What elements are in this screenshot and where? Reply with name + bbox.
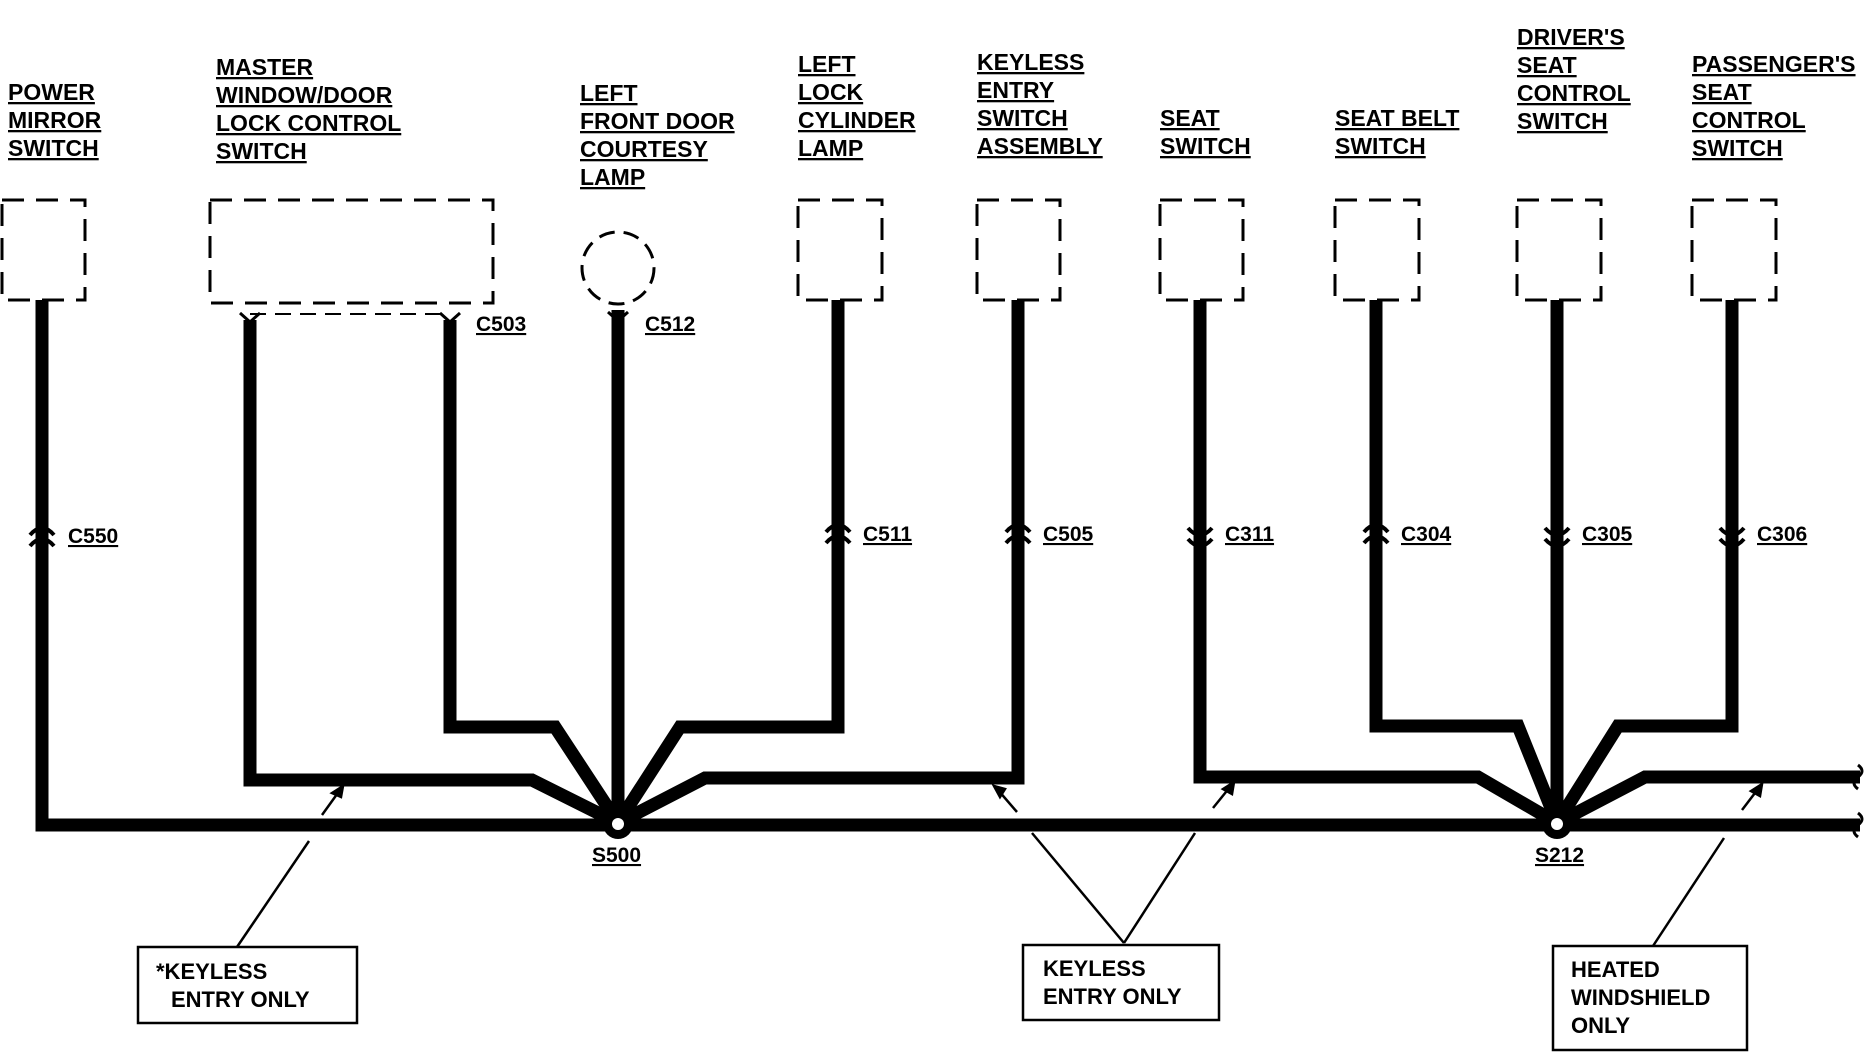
connector-c306-label: C306	[1757, 523, 1807, 546]
svg-text:SWITCH: SWITCH	[8, 135, 99, 161]
connector-c503-label: C503	[476, 313, 526, 336]
svg-text:DRIVER'S: DRIVER'S	[1517, 24, 1625, 50]
splice-s500-hole	[612, 818, 624, 830]
label-drivers-seat-control-switch: DRIVER'S SEAT CONTROL SWITCH	[1517, 24, 1631, 134]
passengers-seat-switch-box	[1690, 198, 1778, 302]
svg-text:SWITCH: SWITCH	[977, 105, 1068, 131]
svg-text:POWER: POWER	[8, 79, 95, 105]
connector-c305-label: C305	[1582, 523, 1633, 546]
wire-end-break-upper	[1852, 763, 1864, 791]
connector-c311-label: C311	[1225, 523, 1274, 546]
svg-text:PASSENGER'S: PASSENGER'S	[1692, 51, 1856, 77]
note-keyless-entry-star: *KEYLESS ENTRY ONLY	[136, 945, 359, 1025]
svg-text:CYLINDER: CYLINDER	[798, 107, 916, 133]
svg-text:LEFT: LEFT	[580, 80, 638, 106]
svg-text:SEAT: SEAT	[1517, 52, 1577, 78]
connector-c550-symbol	[28, 526, 56, 548]
pointer-arrows	[320, 779, 1764, 816]
connector-c505-label: C505	[1043, 523, 1094, 546]
label-passengers-seat-control-switch: PASSENGER'S SEAT CONTROL SWITCH	[1692, 51, 1856, 161]
connector-c311-symbol	[1186, 526, 1214, 548]
svg-text:KEYLESS: KEYLESS	[1043, 956, 1146, 981]
svg-text:*KEYLESS: *KEYLESS	[156, 959, 267, 984]
heated-windshield-wire	[1553, 770, 1860, 829]
leader-lines	[235, 832, 1726, 948]
keyless-switch-wire	[615, 300, 1025, 829]
keyless-entry-switch-box	[975, 198, 1062, 302]
master-right-wire	[443, 320, 624, 827]
svg-text:CONTROL: CONTROL	[1692, 107, 1806, 133]
connector-c305-symbol	[1543, 526, 1571, 548]
label-left-lock-cylinder-lamp: LEFT LOCK CYLINDER LAMP	[798, 51, 916, 161]
svg-text:ASSEMBLY: ASSEMBLY	[977, 133, 1103, 159]
label-master-window-door-lock-control-switch: MASTER WINDOW/DOOR LOCK CONTROL SWITCH	[216, 54, 401, 164]
svg-text:SWITCH: SWITCH	[1692, 135, 1783, 161]
seat-switch-wire	[1193, 300, 1561, 829]
note-heated-windshield: HEATED WINDSHIELD ONLY	[1551, 944, 1749, 1052]
svg-text:WINDOW/DOOR: WINDOW/DOOR	[216, 82, 393, 108]
inline-connectors	[28, 523, 1746, 548]
drivers-seat-switch-box	[1515, 198, 1603, 302]
connector-c304-label: C304	[1401, 523, 1452, 546]
svg-text:HEATED: HEATED	[1571, 957, 1660, 982]
svg-text:CONTROL: CONTROL	[1517, 80, 1631, 106]
label-left-front-door-courtesy-lamp: LEFT FRONT DOOR COURTESY LAMP	[580, 80, 735, 190]
svg-text:WINDSHIELD: WINDSHIELD	[1571, 985, 1710, 1010]
wire-end-break-lower	[1852, 811, 1864, 839]
connector-c505-symbol	[1004, 523, 1032, 545]
svg-text:SWITCH: SWITCH	[1517, 108, 1608, 134]
svg-text:SWITCH: SWITCH	[1160, 133, 1251, 159]
label-power-mirror-switch: POWER MIRROR SWITCH	[8, 79, 102, 161]
splice-s212-label: S212	[1535, 844, 1584, 867]
svg-text:COURTESY: COURTESY	[580, 136, 708, 162]
connector-c511-symbol	[824, 523, 852, 545]
terminal-pins	[238, 310, 630, 325]
note-keyless-entry: KEYLESS ENTRY ONLY	[1021, 943, 1221, 1022]
connector-c550-label: C550	[68, 525, 118, 548]
connector-c304-symbol	[1362, 523, 1390, 545]
seat-belt-wire	[1369, 300, 1564, 826]
label-seat-belt-switch: SEAT BELT SWITCH	[1335, 105, 1459, 159]
splice-s212-hole	[1551, 818, 1563, 830]
svg-text:ENTRY ONLY: ENTRY ONLY	[1043, 984, 1182, 1009]
svg-text:MIRROR: MIRROR	[8, 107, 102, 133]
svg-text:SEAT: SEAT	[1692, 79, 1752, 105]
svg-text:LAMP: LAMP	[580, 164, 645, 190]
master-left-wire	[243, 320, 621, 829]
svg-text:LAMP: LAMP	[798, 135, 863, 161]
passengers-seat-wire	[1551, 300, 1739, 827]
left-lock-cylinder-lamp-box	[796, 198, 884, 302]
seat-belt-switch-box	[1333, 198, 1421, 302]
svg-text:SEAT: SEAT	[1160, 105, 1220, 131]
power-mirror-switch-box	[0, 198, 87, 302]
svg-text:ENTRY ONLY: ENTRY ONLY	[171, 987, 310, 1012]
lock-lamp-wire	[612, 300, 845, 827]
svg-text:MASTER: MASTER	[216, 54, 314, 80]
splice-s500-label: S500	[592, 844, 641, 867]
svg-text:KEYLESS: KEYLESS	[977, 49, 1084, 75]
wire-set	[35, 300, 1860, 832]
svg-text:SEAT BELT: SEAT BELT	[1335, 105, 1459, 131]
label-keyless-entry-switch-assembly: KEYLESS ENTRY SWITCH ASSEMBLY	[977, 49, 1103, 159]
connector-c512-label: C512	[645, 313, 695, 336]
svg-text:FRONT DOOR: FRONT DOOR	[580, 108, 735, 134]
svg-text:SWITCH: SWITCH	[216, 138, 307, 164]
main-bus-wire	[35, 300, 1860, 832]
svg-text:LOCK: LOCK	[798, 79, 864, 105]
courtesy-lamp-circle	[580, 230, 656, 306]
label-seat-switch: SEAT SWITCH	[1160, 105, 1251, 159]
svg-text:ENTRY: ENTRY	[977, 77, 1054, 103]
svg-text:LEFT: LEFT	[798, 51, 856, 77]
seat-switch-box	[1158, 198, 1245, 302]
svg-text:ONLY: ONLY	[1571, 1013, 1630, 1038]
connector-c306-symbol	[1718, 526, 1746, 548]
connector-c511-label: C511	[863, 523, 912, 546]
master-window-switch-box	[208, 198, 495, 305]
svg-text:SWITCH: SWITCH	[1335, 133, 1426, 159]
svg-text:LOCK CONTROL: LOCK CONTROL	[216, 110, 401, 136]
